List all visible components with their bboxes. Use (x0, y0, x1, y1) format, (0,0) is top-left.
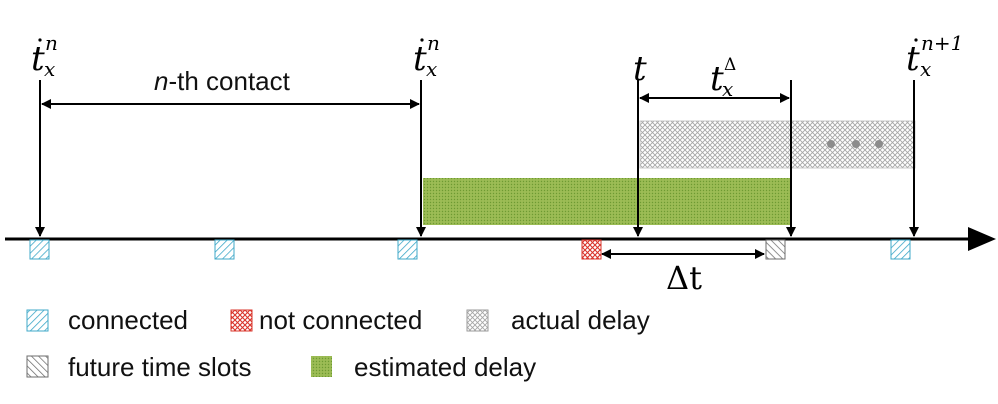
svg-text:Δ: Δ (724, 55, 736, 75)
svg-text:t: t (31, 39, 45, 79)
continuation-dot-2 (852, 140, 860, 148)
svg-text:n: n (45, 31, 58, 55)
legend-swatch-actual-delay (466, 309, 489, 332)
legend-swatch-not-connected (230, 309, 253, 332)
future-slot (765, 239, 786, 260)
svg-text:n: n (427, 31, 440, 55)
continuation-dot-3 (875, 140, 883, 148)
legend-label-estimated-delay: estimated delay (354, 352, 536, 382)
label-current-time: t (633, 49, 647, 89)
svg-text:t: t (413, 39, 427, 79)
connected-slot-2 (214, 239, 235, 260)
time-axis-arrowhead (968, 227, 996, 251)
connected-slot-3 (397, 239, 418, 260)
legend-label-future: future time slots (68, 352, 252, 382)
legend-label-not-connected: not connected (259, 305, 422, 335)
label-t-next: t x n+1 (906, 31, 963, 81)
svg-text:x: x (44, 57, 55, 81)
connected-slot-4 (890, 239, 911, 260)
svg-text:n-th contact: n-th contact (154, 66, 291, 96)
svg-text:x: x (426, 57, 437, 81)
legend-swatch-estimated-delay (311, 356, 332, 377)
legend-swatch-future (26, 355, 49, 378)
label-t-delta: t x Δ (710, 55, 736, 101)
label-t-start: t x n (31, 31, 58, 81)
legend-item-future: future time slots (26, 352, 252, 382)
legend-item-estimated-delay: estimated delay (311, 352, 536, 382)
legend-swatch-connected (26, 309, 49, 332)
svg-text:x: x (920, 57, 931, 81)
svg-text:t: t (633, 49, 647, 89)
actual-delay-bar (639, 120, 916, 169)
svg-text:t: t (710, 59, 724, 99)
label-t-end: t x n (413, 31, 440, 81)
legend-item-connected: connected (26, 305, 188, 335)
legend-item-actual-delay: actual delay (466, 305, 650, 335)
legend-item-not-connected: not connected (230, 305, 422, 335)
continuation-dot-1 (827, 140, 835, 148)
svg-text:n+1: n+1 (921, 31, 963, 55)
label-delta-t: Δt (666, 259, 702, 297)
legend-label-actual-delay: actual delay (511, 305, 650, 335)
label-contact-n: n-th contact (154, 66, 291, 96)
svg-text:x: x (722, 77, 733, 101)
connected-slot-1 (29, 239, 50, 260)
legend-label-connected: connected (68, 305, 188, 335)
svg-text:t: t (906, 39, 920, 79)
svg-text:Δt: Δt (666, 259, 702, 297)
legend: connected not connected actual delay fut… (26, 305, 650, 382)
not-connected-slot (581, 239, 602, 260)
estimated-delay-bar (423, 178, 791, 225)
